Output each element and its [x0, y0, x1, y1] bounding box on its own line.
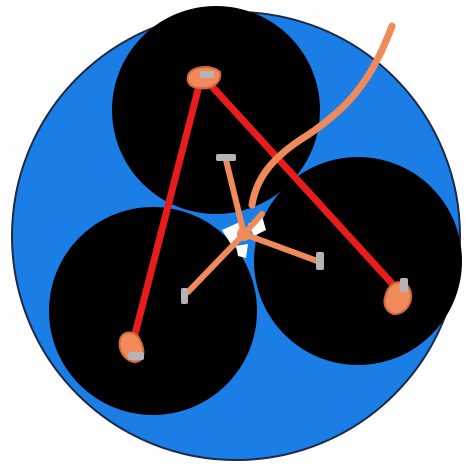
- pivot-right-cap: [400, 278, 408, 292]
- lobe-left: [49, 207, 257, 415]
- lobe-right: [254, 157, 462, 365]
- central-hub: [237, 227, 251, 241]
- leg-tip-upper: [216, 154, 236, 161]
- leg-tip-lower-left: [181, 288, 188, 304]
- leg-tip-right: [316, 252, 324, 270]
- pivot-top-cap: [200, 71, 214, 78]
- lobe-top: [112, 6, 320, 214]
- pivot-left-cap: [128, 352, 144, 360]
